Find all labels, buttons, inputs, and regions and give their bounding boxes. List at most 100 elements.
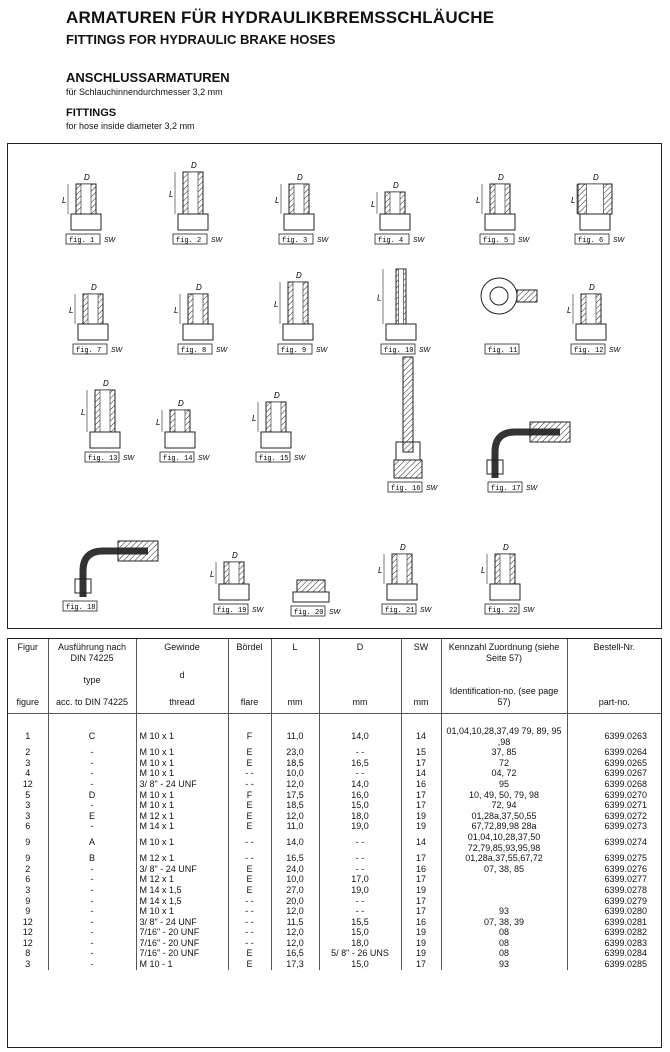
figure-label: fig. 8 <box>181 347 206 355</box>
figure-label: fig. 6 <box>578 237 603 245</box>
cell-ident: 08 <box>440 948 567 960</box>
figure-label: fig. 7 <box>76 347 101 355</box>
cell-fig: 3 <box>25 959 31 970</box>
dimension-l-label: L <box>169 190 173 199</box>
cell-thread: M 10 x 1 <box>135 757 228 769</box>
cell-thread: M 10 - 1 <box>135 959 228 970</box>
cell-type: - <box>47 821 136 832</box>
cell-sw: 17 <box>400 895 441 907</box>
cell-part: 6399.0275 <box>566 853 661 864</box>
cell-type: - <box>47 884 136 896</box>
cell-fig: 2 <box>25 863 31 874</box>
cell-l: 18,5 <box>270 800 319 811</box>
sw-label: SW <box>294 455 307 462</box>
cell-type: - <box>47 747 136 758</box>
figure-label: fig. 1 <box>69 237 94 245</box>
cell-thread: M 10 x 1 <box>135 800 228 811</box>
section-title-en: FITTINGS <box>66 107 117 119</box>
cell-ident <box>440 895 567 907</box>
cell-fig: 12 <box>22 937 33 948</box>
cell-type: E <box>47 810 136 822</box>
cell-flare: - - <box>227 927 271 938</box>
cell-ident <box>440 874 567 885</box>
cell-type: - <box>47 906 136 917</box>
figure-label: fig. 10 <box>384 347 413 355</box>
sw-label: SW <box>420 607 433 614</box>
cell-type: - <box>47 959 136 970</box>
cell-flare: E <box>227 810 271 822</box>
figure-label: fig. 14 <box>163 455 192 463</box>
cell-d: - - <box>318 853 401 864</box>
cell-flare: E <box>227 948 271 960</box>
cell-l: 20,0 <box>270 895 319 907</box>
figure-label: fig. 3 <box>282 237 307 245</box>
dimension-d-label: D <box>296 271 302 280</box>
cell-part: 6399.0268 <box>566 778 661 790</box>
cell-ident: 01,04,10,28,37,50 72,79,85,93,95,98 <box>440 831 567 854</box>
sw-label: SW <box>419 347 432 354</box>
cell-d: 17,0 <box>318 874 401 885</box>
cell-sw: 17 <box>400 800 441 811</box>
cell-type: - <box>47 768 136 779</box>
dimension-l-label: L <box>377 294 381 303</box>
cell-sw: 16 <box>400 778 441 790</box>
cell-sw: 17 <box>400 874 441 885</box>
sw-label: SW <box>523 607 536 614</box>
cell-part: 6399.0281 <box>566 916 661 928</box>
sw-label: SW <box>198 455 211 462</box>
cell-flare: - - <box>227 916 271 928</box>
cell-thread: 3/ 8" - 24 UNF <box>135 916 228 928</box>
cell-l: 12,0 <box>270 927 319 938</box>
cell-part: 6399.0271 <box>566 800 661 811</box>
cell-flare: - - <box>227 778 271 790</box>
cell-flare: E <box>227 821 271 832</box>
dimension-l-label: L <box>62 196 66 205</box>
cell-fig: 1 <box>25 731 31 742</box>
cell-thread: M 10 x 1 <box>135 831 228 854</box>
section-note-en: for hose inside diameter 3,2 mm <box>66 121 195 131</box>
cell-ident <box>440 884 567 896</box>
cell-fig: 9 <box>25 895 31 906</box>
figure-label: fig. 9 <box>281 347 306 355</box>
dimension-l-label: L <box>476 196 480 205</box>
cell-sw: 15 <box>400 747 441 758</box>
cell-flare: F <box>227 789 271 801</box>
cell-d: 18,0 <box>318 937 401 949</box>
cell-d: 5/ 8" - 26 UNS <box>318 948 401 960</box>
cell-ident: 08 <box>440 927 567 938</box>
cell-sw: 17 <box>400 853 441 864</box>
cell-d: - - <box>318 895 401 907</box>
cell-d: 14,0 <box>318 778 401 790</box>
figure-label: fig. 17 <box>491 485 520 493</box>
cell-l: 14,0 <box>270 831 319 854</box>
cell-l: 11,0 <box>270 713 319 748</box>
cell-fig: 6 <box>25 821 31 832</box>
cell-fig: 9 <box>25 837 31 848</box>
cell-ident: 04, 72 <box>440 768 567 779</box>
cell-thread: M 12 x 1 <box>135 810 228 822</box>
cell-type: - <box>47 874 136 885</box>
cell-fig: 12 <box>22 927 33 938</box>
cell-flare: - - <box>227 768 271 779</box>
sw-label: SW <box>413 237 426 244</box>
cell-thread: M 10 x 1 <box>135 713 228 748</box>
